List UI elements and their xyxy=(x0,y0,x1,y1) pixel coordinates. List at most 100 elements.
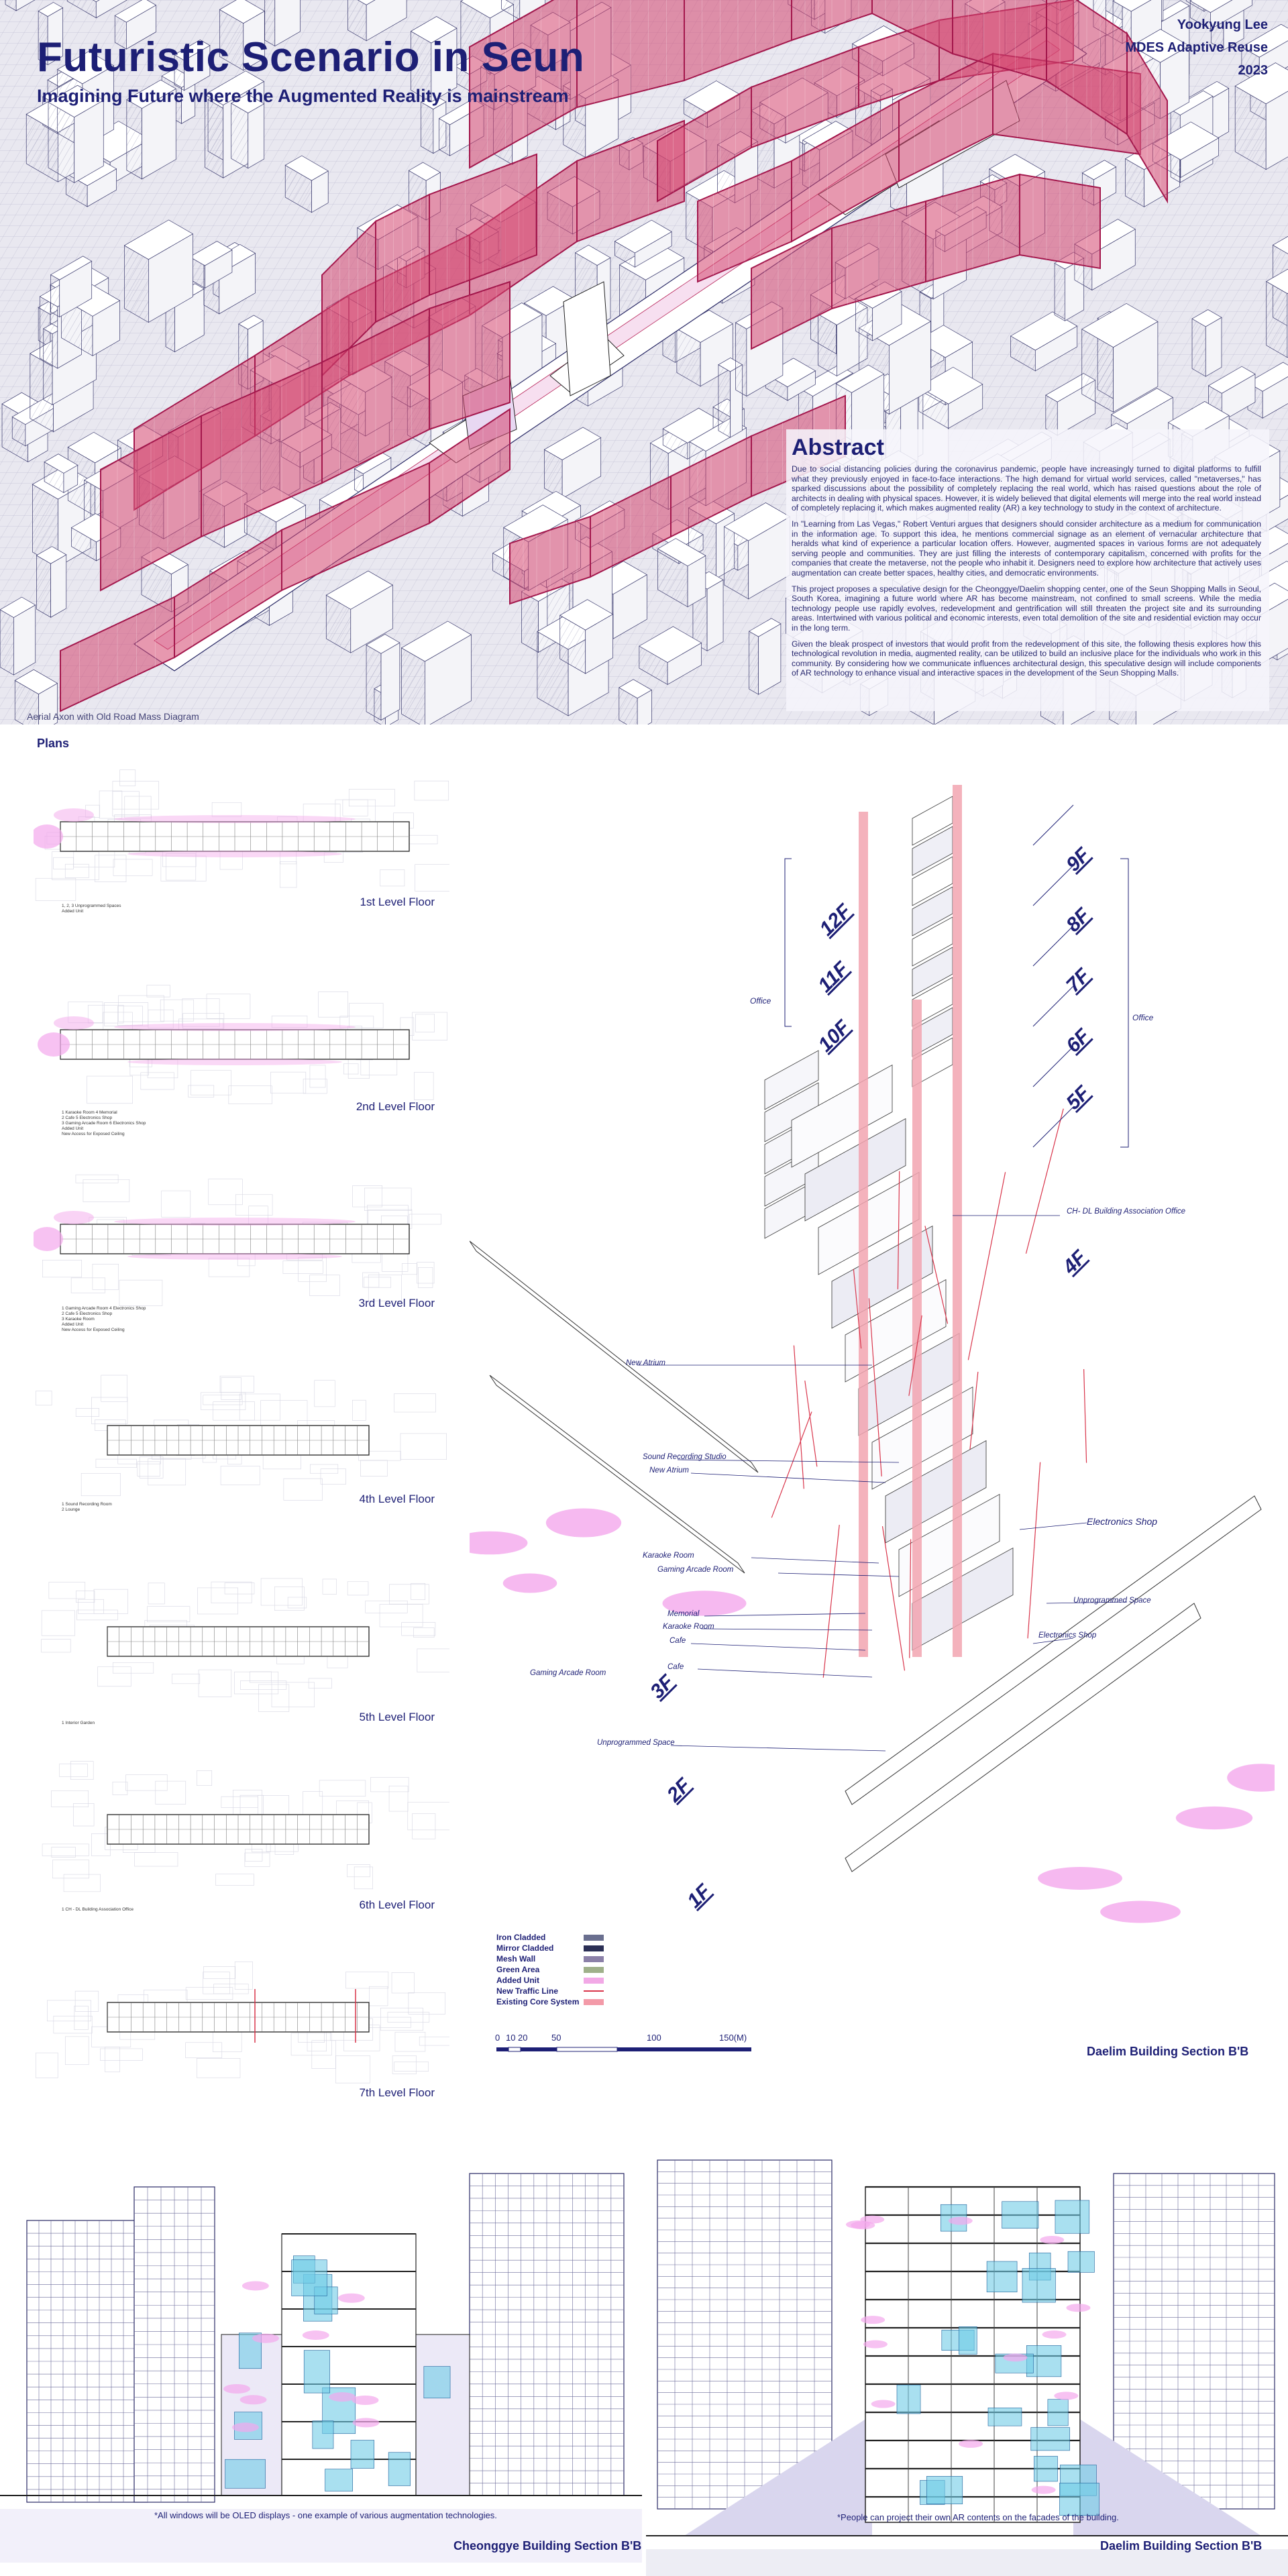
plan-legend-2: 1 Karaoke Room 4 Memorial 2 Cafe 5 Elect… xyxy=(62,1110,146,1137)
cheonggye-section-drawing xyxy=(0,2173,644,2563)
legend-swatch xyxy=(584,1978,604,1984)
scale-bar: 0 10 20 50 100 150(M) xyxy=(495,2033,778,2059)
daelim-note: *People can project their own AR content… xyxy=(837,2512,1119,2522)
legend-item: New Traffic Line xyxy=(496,1986,604,1996)
context-building xyxy=(114,0,157,50)
plan-label-5: 5th Level Floor xyxy=(359,1711,435,1723)
legend-line: 1 Gaming Arcade Room 4 Electronics Shop xyxy=(62,1306,146,1311)
legend-item: Existing Core System xyxy=(496,1996,604,2007)
floor-plan-3 xyxy=(34,1174,441,1306)
context-building xyxy=(614,219,672,268)
added-unit xyxy=(470,1531,528,1555)
plans-heading: Plans xyxy=(37,737,70,750)
aerial-caption: Aerial Axon with Old Road Mass Diagram xyxy=(27,711,199,722)
label-association-office: CH- DL Building Association Office xyxy=(1067,1208,1186,1216)
context-building xyxy=(5,0,36,11)
legend-swatch xyxy=(584,1967,604,1973)
core-system xyxy=(912,1000,922,1657)
context-building xyxy=(1266,268,1288,358)
context-building xyxy=(48,85,104,184)
legend-line: 3 Gaming Arcade Room 6 Electronics Shop xyxy=(62,1121,146,1126)
program-name: MDES Adaptive Reuse xyxy=(1125,40,1268,55)
context-building xyxy=(347,0,407,42)
daelim-tower xyxy=(764,796,953,1239)
context-building xyxy=(1234,62,1288,170)
legend-item: Green Area xyxy=(496,1964,604,1975)
label-karaoke: Karaoke Room xyxy=(643,1552,694,1560)
legend-line: 2 Cafe 5 Electronics Shop xyxy=(62,1311,113,1316)
added-unit xyxy=(662,1591,747,1616)
context-building xyxy=(639,626,702,686)
scale-tick: 0 xyxy=(495,2033,500,2043)
label-karaoke-2: Karaoke Room xyxy=(663,1623,714,1631)
legend-line: 1 Interior Garden xyxy=(62,1721,95,1725)
context-building xyxy=(325,570,394,653)
label-new-atrium: New Atrium xyxy=(626,1359,665,1367)
label-gaming-arcade-2: Gaming Arcade Room xyxy=(530,1669,606,1677)
floor-plan-7 xyxy=(36,1962,449,2084)
road-wall xyxy=(751,173,1101,350)
context-building xyxy=(50,256,93,318)
scale-tick: 10 xyxy=(506,2033,516,2043)
perspective-sections-drawing xyxy=(0,2133,1288,2576)
abstract-body: Due to social distancing policies during… xyxy=(792,464,1261,684)
plans-drawing xyxy=(34,769,449,2084)
section-axon-panel: 12F 11F 10F 3F 2F 1F 9F 8F 7F 6F 5F 4F O… xyxy=(470,771,1275,2073)
context-building xyxy=(410,16,458,103)
added-unit xyxy=(1100,1900,1181,1923)
context-building xyxy=(126,79,176,180)
added-unit xyxy=(502,1573,557,1593)
legend-line: Added Unit xyxy=(62,1126,84,1131)
cheonggye-note: *All windows will be OLED displays - one… xyxy=(154,2510,497,2520)
context-building xyxy=(400,621,472,724)
aerial-axon-panel: Futuristic Scenario in Seun Imagining Fu… xyxy=(0,0,1288,724)
section-axon-drawing xyxy=(470,785,1275,1923)
abstract-paragraph: This project proposes a speculative desi… xyxy=(792,584,1261,633)
floor-plan-6 xyxy=(42,1761,449,1892)
legend-swatch xyxy=(584,1999,604,2005)
added-unit xyxy=(545,1508,622,1538)
scale-bar-graphic xyxy=(496,2047,751,2052)
context-building xyxy=(44,453,78,493)
abstract-paragraph: Given the bleak prospect of investors th… xyxy=(792,639,1261,678)
road-wall xyxy=(60,408,511,712)
abstract-paragraph: Due to social distancing policies during… xyxy=(792,464,1261,513)
legend-swatch xyxy=(584,1945,604,1951)
added-unit xyxy=(1175,1806,1253,1830)
road-wall xyxy=(469,0,873,169)
context-building xyxy=(189,241,233,288)
context-building xyxy=(1189,0,1252,30)
perspective-sections: *All windows will be OLED displays - one… xyxy=(0,2133,1288,2576)
context-building xyxy=(38,2,64,66)
floor-plan-1 xyxy=(34,769,449,901)
daelim-podium xyxy=(791,1064,1014,1651)
plan-legend-3: 1 Gaming Arcade Room 4 Electronics Shop … xyxy=(62,1306,146,1333)
context-building xyxy=(0,596,36,676)
context-building xyxy=(1081,303,1159,413)
scale-tick: 150(M) xyxy=(719,2033,747,2043)
road-wall xyxy=(100,280,511,592)
context-building xyxy=(559,599,614,674)
author-name: Yookyung Lee xyxy=(1177,17,1268,32)
label-memorial: Memorial xyxy=(667,1610,700,1618)
plan-legend-1: 1, 2, 3 Unprogrammed Spaces Added Unit xyxy=(62,904,121,914)
legend-line: New Access for Exposed Ceiling xyxy=(62,1328,125,1332)
context-building xyxy=(36,546,67,618)
plan-label-7: 7th Level Floor xyxy=(359,2086,435,2099)
context-building xyxy=(264,0,301,47)
scale-tick: 100 xyxy=(647,2033,661,2043)
context-building xyxy=(1010,311,1078,372)
legend-swatch xyxy=(584,1935,604,1941)
added-unit xyxy=(1227,1764,1275,1792)
abstract-paragraph: In "Learning from Las Vegas," Robert Ven… xyxy=(792,519,1261,578)
plan-label-1: 1st Level Floor xyxy=(360,896,435,908)
context-building xyxy=(284,155,329,213)
legend-line: 2 Lounge xyxy=(62,1507,80,1512)
legend-line: Added Unit xyxy=(62,909,84,914)
context-building xyxy=(543,427,602,499)
context-building xyxy=(723,502,791,600)
context-building xyxy=(1191,309,1222,377)
legend-line: 1 Sound Recording Room xyxy=(62,1502,112,1507)
added-unit xyxy=(1038,1867,1122,1890)
label-cafe-2: Cafe xyxy=(667,1663,684,1671)
